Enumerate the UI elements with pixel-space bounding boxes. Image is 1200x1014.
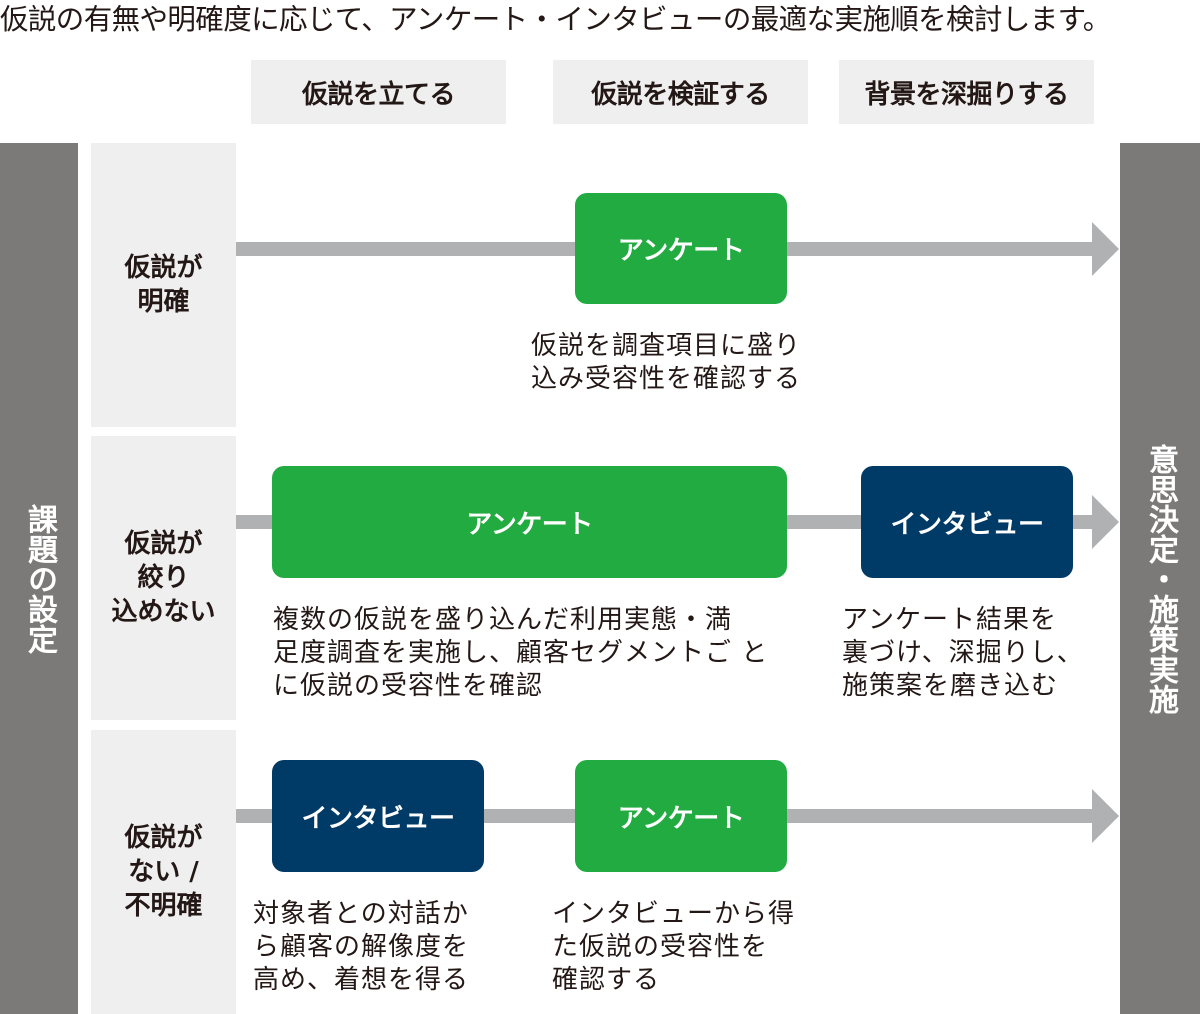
row-label-unfocused: 仮説が 絞り 込めない: [91, 436, 236, 720]
arrow-right-icon: [1092, 495, 1119, 549]
survey-box: アンケート: [272, 466, 787, 578]
step-description: アンケート結果を 裏づけ、深掘りし、 施策案を磨き込む: [842, 605, 1084, 701]
page-title: 仮説の有無や明確度に応じて、アンケート・インタビューの最適な実施順を検討します。: [0, 3, 1111, 36]
row-label-unclear: 仮説が ない / 不明確: [91, 730, 236, 1014]
survey-box: アンケート: [575, 193, 787, 304]
interview-box: インタビュー: [272, 760, 484, 872]
left-bar-label: 課題の設定: [22, 503, 57, 654]
step-description: インタビューから得 た仮説の受容性を 確認する: [552, 899, 796, 995]
interview-box: インタビュー: [861, 466, 1073, 578]
phase-header-form-hypothesis: 仮説を立てる: [251, 60, 506, 124]
survey-box: アンケート: [575, 760, 787, 872]
left-bar-issue-setting: 課題の設定: [0, 143, 78, 1014]
step-description: 対象者との対話か ら顧客の解像度を 高め、着想を得る: [253, 899, 470, 995]
step-description: 仮説を調査項目に盛り 込み受容性を確認する: [531, 331, 802, 394]
right-bar-decision: 意思決定・施策実施: [1120, 143, 1200, 1014]
arrow-right-icon: [1092, 789, 1119, 843]
phase-header-verify-hypothesis: 仮説を検証する: [553, 60, 808, 124]
row-label-clear: 仮説が 明確: [91, 143, 236, 427]
arrow-right-icon: [1092, 222, 1119, 276]
step-description: 複数の仮説を盛り込んだ利用実態・満 足度調査を実施し、顧客セグメントご と に仮…: [273, 605, 769, 701]
right-bar-label: 意思決定・施策実施: [1143, 443, 1178, 714]
phase-header-dig-background: 背景を深掘りする: [839, 60, 1094, 124]
